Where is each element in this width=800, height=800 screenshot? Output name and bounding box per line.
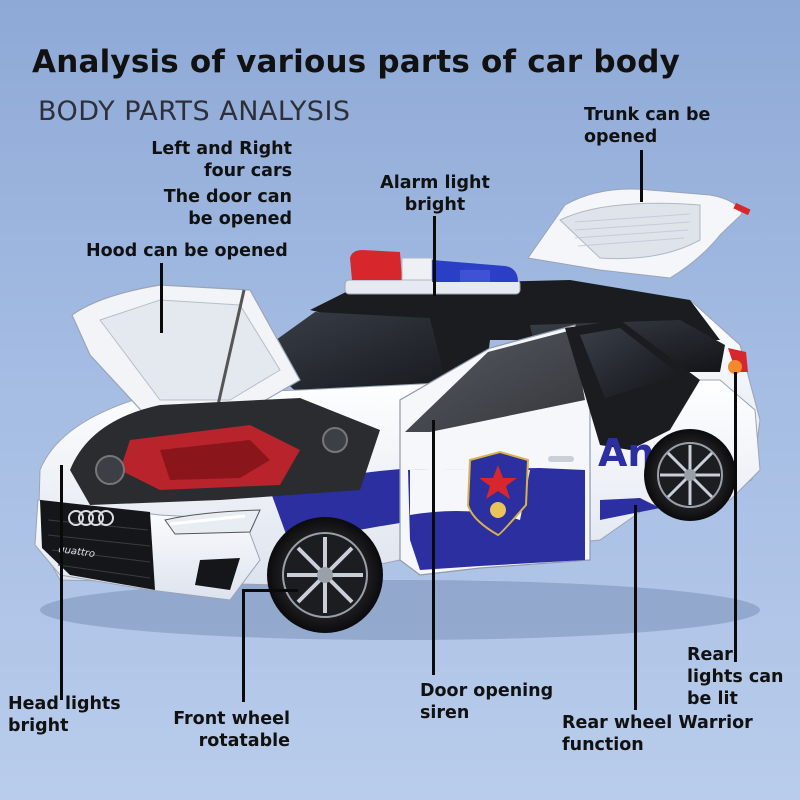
- audi-rings-logo: [68, 510, 114, 526]
- quattro-badge: quattro: [58, 544, 96, 560]
- label-rear-lights: Rear lights can be lit: [687, 645, 784, 709]
- label-rear-wheel: Rear wheel Warrior function: [562, 713, 753, 755]
- trunk-spoiler-tip: [733, 202, 751, 216]
- door-handle: [548, 456, 574, 462]
- engine-part-left: [95, 455, 125, 485]
- rear-light: [728, 348, 748, 372]
- police-badge-emblem: [466, 450, 530, 537]
- leader-hood: [160, 263, 163, 333]
- door-window-frame: [405, 330, 585, 432]
- trunk-defroster-lines: [574, 213, 691, 247]
- page-title: Analysis of various parts of car body: [32, 44, 681, 80]
- engine-part-right: [322, 427, 348, 453]
- front-wheel: [267, 517, 383, 633]
- leader-front-wheel-vertical: [242, 590, 245, 702]
- rear-light-indicator: [728, 360, 742, 374]
- label-hood: Hood can be opened: [86, 241, 288, 261]
- label-trunk: Trunk can be opened: [584, 105, 711, 147]
- front-intake: [195, 558, 240, 590]
- siren-light-bar: [344, 250, 521, 295]
- label-front-wheel: Front wheel rotatable: [173, 709, 290, 751]
- leader-front-wheel-horizontal: [242, 589, 298, 592]
- leader-rear-wheel: [634, 505, 637, 710]
- leader-door-siren: [432, 420, 435, 675]
- leader-rear-lights: [734, 372, 737, 662]
- label-alarm-light: Alarm light bright: [380, 173, 490, 215]
- rear-door-window: [580, 328, 680, 398]
- leader-alarm-light: [433, 216, 436, 296]
- engine-cover-detail: [160, 440, 270, 480]
- leader-headlights: [60, 465, 63, 700]
- page-subtitle: BODY PARTS ANALYSIS: [38, 96, 351, 127]
- grille-honeycomb: [47, 519, 151, 579]
- label-door-siren: Door opening siren: [420, 681, 554, 723]
- leader-trunk: [640, 150, 643, 202]
- hood-strut: [216, 289, 246, 406]
- rear-wheel: [644, 429, 736, 521]
- label-doors: Left and Right four cars The door can be…: [151, 139, 292, 229]
- side-stripe-rear: [600, 498, 660, 520]
- label-headlights: Head lights bright: [8, 694, 121, 736]
- headlight-drl: [169, 514, 246, 526]
- windshield: [255, 312, 480, 400]
